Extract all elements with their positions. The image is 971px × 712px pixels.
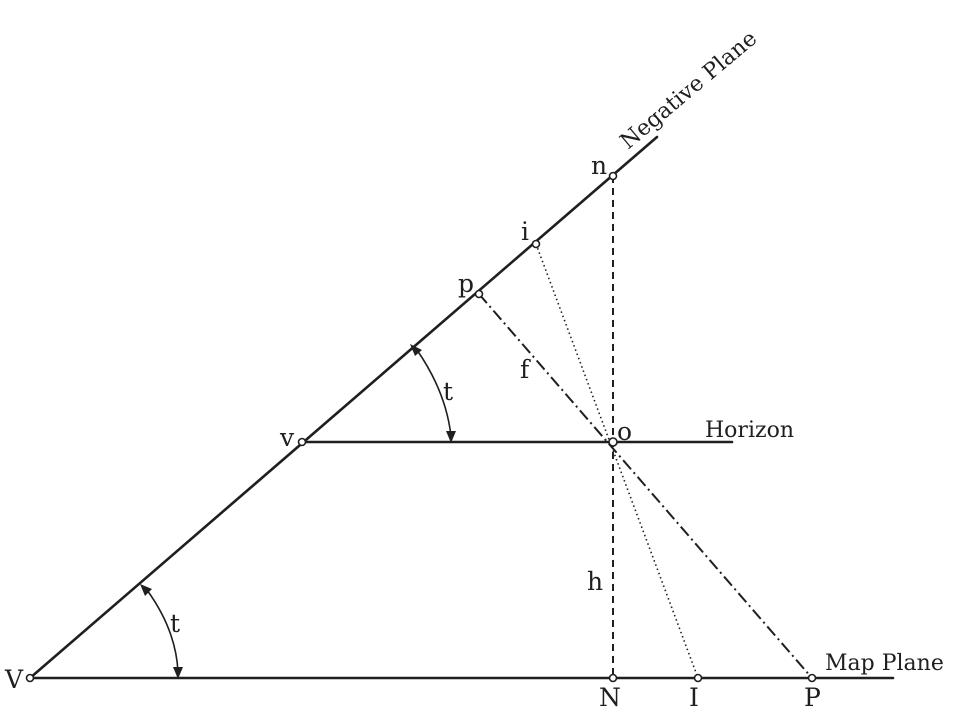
- label-N: N: [599, 683, 621, 712]
- label-i: i: [521, 217, 529, 246]
- angle-arc-upper: [416, 349, 452, 437]
- label-negative-plane: Negative Plane: [616, 26, 762, 154]
- negative-plane-line: [28, 135, 659, 680]
- label-p: p: [458, 269, 474, 298]
- label-angle-upper: t: [443, 377, 453, 406]
- angle-arrow-upper-start: [410, 344, 422, 356]
- point-V: [25, 673, 35, 683]
- point-v: [297, 437, 307, 447]
- principal-p-P-line: [478, 293, 813, 679]
- angle-arc-lower: [146, 589, 179, 673]
- label-n: n: [591, 151, 607, 180]
- label-map-plane: Map Plane: [825, 651, 944, 676]
- label-f: f: [520, 355, 531, 384]
- point-I: [693, 673, 703, 683]
- point-o: [608, 437, 618, 447]
- isocenter-i-I-line: [535, 243, 699, 679]
- point-P: [807, 673, 817, 683]
- label-horizon: Horizon: [705, 418, 794, 443]
- point-N: [608, 673, 618, 683]
- angle-arrow-lower-end: [173, 667, 183, 679]
- label-angle-lower: t: [170, 609, 180, 638]
- label-v: v: [279, 423, 295, 452]
- point-p: [474, 289, 484, 299]
- point-i: [531, 239, 541, 249]
- label-P: P: [804, 683, 821, 712]
- label-I: I: [689, 683, 699, 712]
- point-n: [608, 171, 618, 181]
- label-h: h: [587, 567, 603, 596]
- angle-arrow-upper-end: [446, 431, 456, 443]
- angle-arrow-lower-start: [140, 584, 152, 596]
- label-o: o: [617, 417, 632, 446]
- label-V: V: [4, 665, 24, 694]
